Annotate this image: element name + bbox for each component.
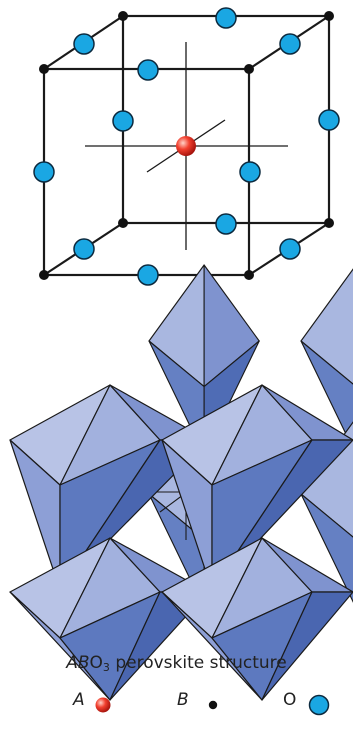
legend-label-a: A bbox=[73, 690, 85, 710]
a-atom-center bbox=[176, 136, 196, 156]
o-atom bbox=[239, 161, 261, 183]
octahedra-diagram bbox=[9, 264, 353, 701]
b-atom bbox=[244, 64, 254, 74]
b-atoms bbox=[39, 11, 334, 280]
b-atom bbox=[324, 218, 334, 228]
figure-caption: ABO3 perovskite structure bbox=[0, 653, 353, 674]
b-atom bbox=[39, 64, 49, 74]
b-atom bbox=[244, 270, 254, 280]
octahedron-front-bottom-right bbox=[161, 537, 353, 701]
octahedron-front-bottom-left bbox=[9, 537, 209, 701]
legend-symbols bbox=[95, 694, 330, 716]
o-atom bbox=[33, 161, 55, 183]
caption-rest: perovskite structure bbox=[109, 653, 287, 673]
b-atom bbox=[118, 11, 128, 21]
octahedron-back-right bbox=[300, 268, 353, 450]
black-dot-icon bbox=[208, 700, 218, 710]
caption-formula-sub: 3 bbox=[102, 661, 110, 674]
unit-cell-diagram bbox=[33, 7, 340, 286]
b-atom bbox=[324, 11, 334, 21]
o-atom bbox=[318, 109, 340, 131]
o-atom bbox=[215, 213, 237, 235]
o-atom bbox=[73, 238, 95, 260]
b-atom bbox=[39, 270, 49, 280]
legend-label-b: B bbox=[177, 690, 189, 710]
blue-circle-icon bbox=[308, 694, 330, 716]
o-atom bbox=[73, 33, 95, 55]
o-atom bbox=[279, 33, 301, 55]
caption-formula-o: O bbox=[89, 653, 103, 673]
b-atom bbox=[118, 218, 128, 228]
legend-label-o: O bbox=[283, 690, 297, 710]
o-atom bbox=[137, 264, 159, 286]
o-atom bbox=[215, 7, 237, 29]
o-atom bbox=[137, 59, 159, 81]
red-sphere-icon bbox=[95, 697, 111, 713]
o-atom bbox=[279, 238, 301, 260]
o-atom bbox=[112, 110, 134, 132]
caption-formula-b: B bbox=[77, 653, 90, 673]
caption-formula-a: A bbox=[66, 653, 78, 673]
oxygen-atoms bbox=[33, 7, 340, 286]
